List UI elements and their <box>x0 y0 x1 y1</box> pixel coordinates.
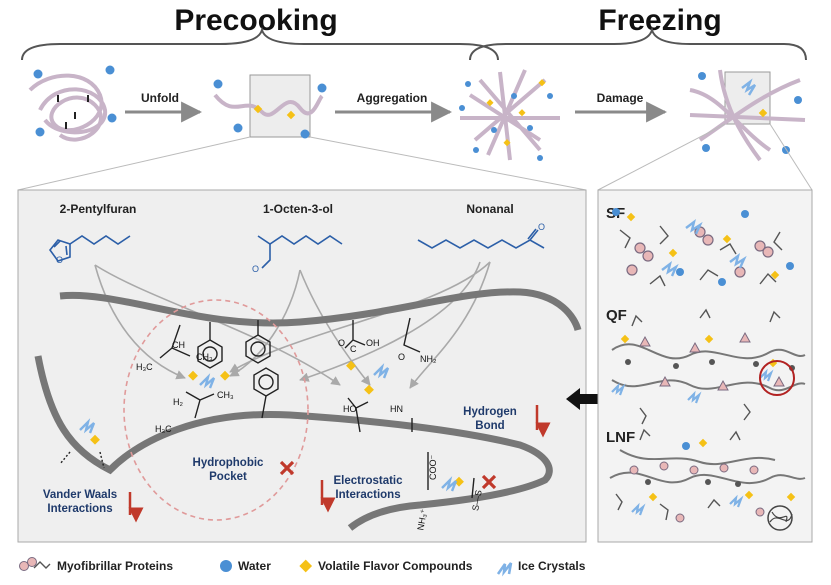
svg-text:HO: HO <box>343 404 357 414</box>
svg-text:O: O <box>252 264 259 274</box>
svg-text:Myofibrillar Proteins: Myofibrillar Proteins <box>57 559 173 573</box>
native-protein-tangle <box>28 65 117 142</box>
svg-text:CH₃: CH₃ <box>196 352 213 362</box>
compound-2-pentylfuran: 2-Pentylfuran <box>60 202 137 216</box>
damage-label: Damage <box>597 91 644 105</box>
svg-text:Volatile Flavor Compounds: Volatile Flavor Compounds <box>318 559 473 573</box>
zoom-line-freeze-right <box>769 123 813 191</box>
octenol-structure: O <box>252 235 343 274</box>
method-qf: QF <box>606 307 627 324</box>
aggregation-label: Aggregation <box>357 91 428 105</box>
svg-text:H₃C: H₃C <box>136 362 153 372</box>
hydrogen-label-2: Bond <box>475 420 504 432</box>
svg-text:Water: Water <box>238 559 271 573</box>
svg-text:COO⁻: COO⁻ <box>428 454 438 480</box>
vanderwaals-label-1: Vander Waals <box>43 489 117 501</box>
legend-item-proteins: Myofibrillar Proteins <box>19 557 173 573</box>
svg-text:H₂: H₂ <box>173 397 183 407</box>
electrostatic-label-2: Interactions <box>335 489 400 501</box>
svg-text:H₃C: H₃C <box>155 424 172 434</box>
svg-text:O: O <box>398 352 405 362</box>
compound-1-octen-3-ol: 1-Octen-3-ol <box>263 202 333 216</box>
freezing-title: Freezing <box>598 4 721 37</box>
pentylfuran-structure: O <box>48 235 131 265</box>
method-lnf: LNF <box>606 429 635 446</box>
protein-backbone-lower <box>34 355 553 531</box>
nonanal-structure: O <box>417 222 545 249</box>
precooking-brace <box>21 26 499 61</box>
aggregated-proteins <box>459 69 560 161</box>
unfold-label: Unfold <box>141 91 179 105</box>
compound-nonanal: Nonanal <box>466 202 513 216</box>
legend: Myofibrillar Proteins Water Volatile Fla… <box>19 557 586 577</box>
svg-text:CH: CH <box>172 340 185 350</box>
legend-item-flavor: Volatile Flavor Compounds <box>299 559 473 573</box>
svg-text:CH₃: CH₃ <box>217 390 234 400</box>
svg-text:NH₃⁺: NH₃⁺ <box>415 508 429 531</box>
freezing-brace <box>469 26 807 61</box>
chemical-labels: H₃C CH CH₃ H₂ H₃C CH₃ O C OH O NH₂ HN HO… <box>136 338 484 531</box>
svg-text:O: O <box>338 338 345 348</box>
legend-item-ice: Ice Crystals <box>496 559 586 577</box>
hydrophobic-label-2: Pocket <box>209 471 247 483</box>
zoom-line-left <box>17 136 251 191</box>
electrostatic-label-1: Electrostatic <box>333 475 403 487</box>
svg-text:NH₂: NH₂ <box>420 354 437 364</box>
hydrogen-label-1: Hydrogen <box>463 406 517 418</box>
qf-illustration <box>611 308 806 425</box>
vanderwaals-label-2: Interactions <box>47 503 112 515</box>
hydrophobic-pocket-outline <box>123 299 309 521</box>
lnf-illustration <box>609 428 806 531</box>
unfolded-protein <box>213 74 327 139</box>
protein-backbone-upper <box>59 288 582 332</box>
svg-text:O: O <box>56 255 63 265</box>
svg-text:C: C <box>350 344 357 354</box>
svg-text:OH: OH <box>366 338 380 348</box>
cross-marks <box>279 460 497 490</box>
zoom-line-right <box>309 136 587 191</box>
damaged-proteins <box>689 69 806 162</box>
panel-flavor-and-ice <box>59 360 464 492</box>
hydrophobic-label-1: Hydrophobic <box>193 457 265 469</box>
legend-item-water: Water <box>220 559 271 573</box>
freezing-detail-panel <box>597 189 813 543</box>
svg-text:HN: HN <box>390 404 403 414</box>
precooking-title: Precooking <box>174 4 337 37</box>
svg-text:Ice Crystals: Ice Crystals <box>518 559 586 573</box>
zoom-line-freeze-left <box>597 123 726 191</box>
decrease-arrows <box>128 405 551 523</box>
svg-text:S—S: S—S <box>470 489 483 511</box>
svg-text:O: O <box>538 222 545 232</box>
side-chains <box>159 317 475 499</box>
